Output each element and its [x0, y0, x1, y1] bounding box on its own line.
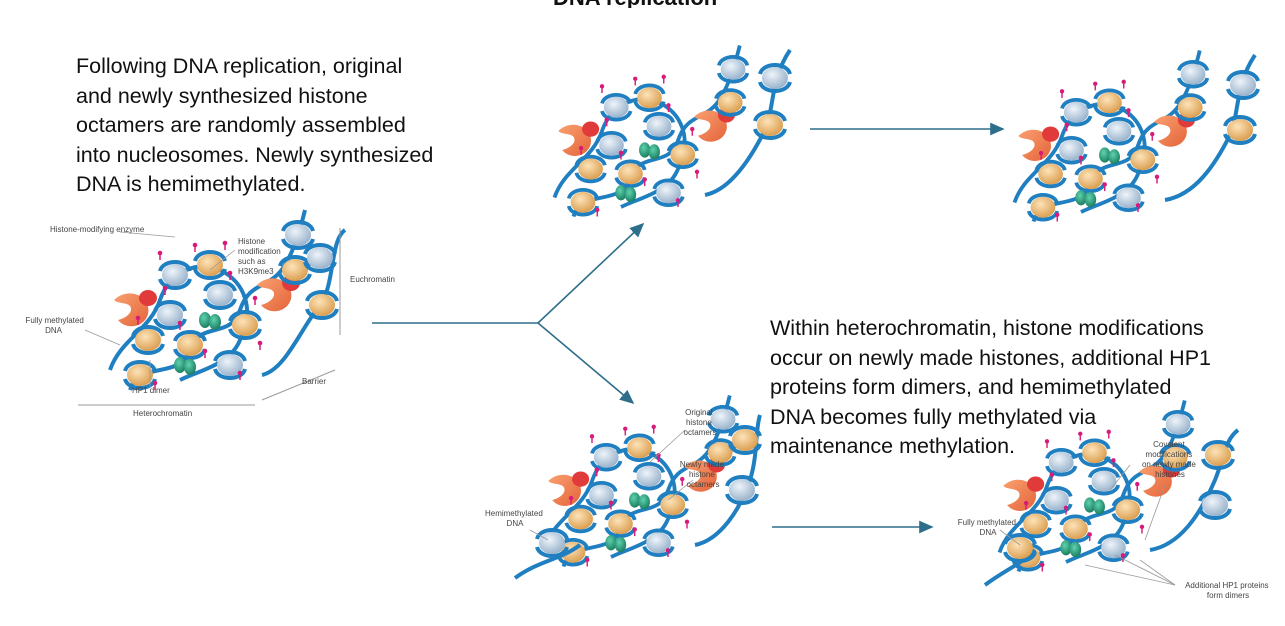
diagram-heterochromatin-initial: Histone-modifying enzyme Histone modific…	[26, 210, 395, 418]
label-hp1-dimer: HP1 dimer	[132, 386, 170, 395]
paragraph-line: Following DNA replication, original	[76, 54, 403, 78]
paragraph-line: and newly synthesized histone	[76, 83, 368, 108]
paragraph-line: maintenance methylation.	[770, 434, 1016, 458]
paragraph-replication: Following DNA replication, original and …	[76, 52, 433, 200]
paragraph-heterochromatin: Within heterochromatin, histone modifica…	[770, 314, 1211, 462]
label-additional-hp1: Additional HP1 proteins form dimers	[1185, 581, 1271, 600]
diagram-final-bottom: Covalent modifications on newly made his…	[958, 401, 1271, 600]
branch-arrows	[372, 122, 1005, 534]
paragraph-line: octamers are randomly assembled	[76, 113, 406, 137]
diagram-final-top	[1015, 50, 1260, 221]
paragraph-line: DNA is hemimethylated.	[76, 172, 306, 196]
page-title: DNA replication	[553, 0, 783, 8]
paragraph-line: occur on newly made histones, additional…	[770, 345, 1212, 370]
label-fully-methylated-dna: Fully methylated DNA	[26, 316, 86, 335]
label-histone-modifying-enzyme: Histone-modifying enzyme	[50, 225, 145, 234]
paragraph-line: into nucleosomes. Newly synthesized	[76, 142, 434, 167]
paragraph-line: DNA becomes fully methylated via	[770, 404, 1097, 429]
label-hemimethylated-dna: Hemimethylated DNA	[485, 509, 545, 528]
label-original-histone-octamers: Original histone octamers	[684, 408, 717, 437]
diagram-hemimethylated-bottom: Original histone octamers Newly made his…	[485, 396, 762, 580]
label-fully-methylated-dna-final: Fully methylated DNA	[958, 518, 1018, 537]
label-heterochromatin: Heterochromatin	[133, 409, 192, 418]
paragraph-line: proteins form dimers, and hemimethylated	[770, 375, 1172, 399]
label-newly-made-histone-octamers: Newly made histone octamers	[680, 460, 726, 489]
label-euchromatin: Euchromatin	[350, 275, 395, 284]
paragraph-line: Within heterochromatin, histone modifica…	[770, 316, 1204, 340]
diagram-after-replication-top	[555, 45, 792, 216]
label-histone-modification: Histone modification such as H3K9me3	[238, 237, 283, 276]
label-covalent-modifications: Covalent modifications on newly made his…	[1142, 440, 1198, 479]
label-barrier: Barrier	[302, 377, 326, 386]
